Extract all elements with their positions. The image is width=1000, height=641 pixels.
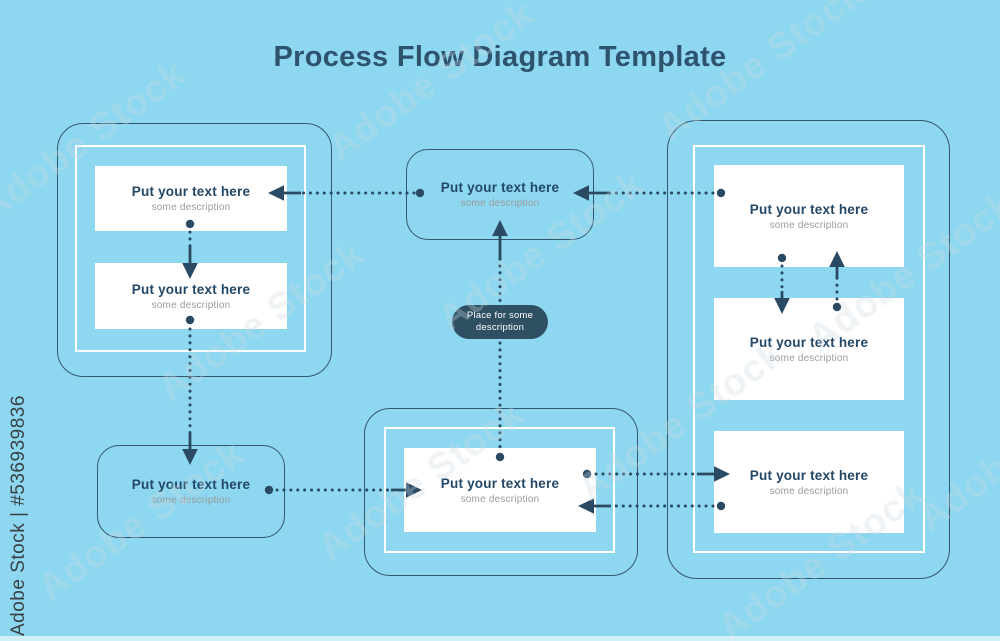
group-right-inner-frame xyxy=(693,145,925,553)
process-box-title: Put your text here xyxy=(131,184,251,199)
node-description: some description xyxy=(460,198,540,209)
page-title: Process Flow Diagram Template xyxy=(273,41,727,73)
process-box-description: some description xyxy=(151,299,231,311)
process-box-title: Put your text here xyxy=(131,281,251,297)
node-title: Put your text here xyxy=(440,180,560,195)
process-box-title: Put your text here xyxy=(440,475,560,491)
process-box-bottom-middle: Put your text here some description xyxy=(404,448,596,532)
node-description: some description xyxy=(151,495,231,506)
process-box-title: Put your text here xyxy=(749,467,869,483)
node-top-middle: Put your text here some description xyxy=(406,149,594,240)
process-box-right-2: Put your text here some description xyxy=(714,298,904,400)
group-top-left xyxy=(57,123,332,377)
process-box-title: Put your text here xyxy=(749,201,869,217)
node-bottom-left: Put your text here some description xyxy=(97,445,285,538)
process-box-right-3: Put your text here some description xyxy=(714,431,904,533)
note-pill: Place for some description xyxy=(452,305,548,339)
note-pill-line2: description xyxy=(475,322,525,333)
watermark-id-label: Adobe Stock | #536939836 xyxy=(8,395,29,636)
process-box-description: some description xyxy=(769,485,849,497)
watermark-bottom-strip xyxy=(0,636,1000,641)
process-box-title: Put your text here xyxy=(749,334,869,350)
group-right xyxy=(667,120,950,579)
process-box-description: some description xyxy=(769,219,849,231)
process-box-top-left-1: Put your text here some description xyxy=(95,166,287,231)
process-box-description: some description xyxy=(151,202,231,213)
watermark-text: Adobe Stock xyxy=(320,0,543,170)
note-pill-line1: Place for some xyxy=(466,309,534,321)
process-box-right-1: Put your text here some description xyxy=(714,165,904,267)
process-box-description: some description xyxy=(460,493,540,505)
process-box-description: some description xyxy=(769,352,849,364)
node-title: Put your text here xyxy=(131,477,251,492)
process-box-top-left-2: Put your text here some description xyxy=(95,263,287,329)
